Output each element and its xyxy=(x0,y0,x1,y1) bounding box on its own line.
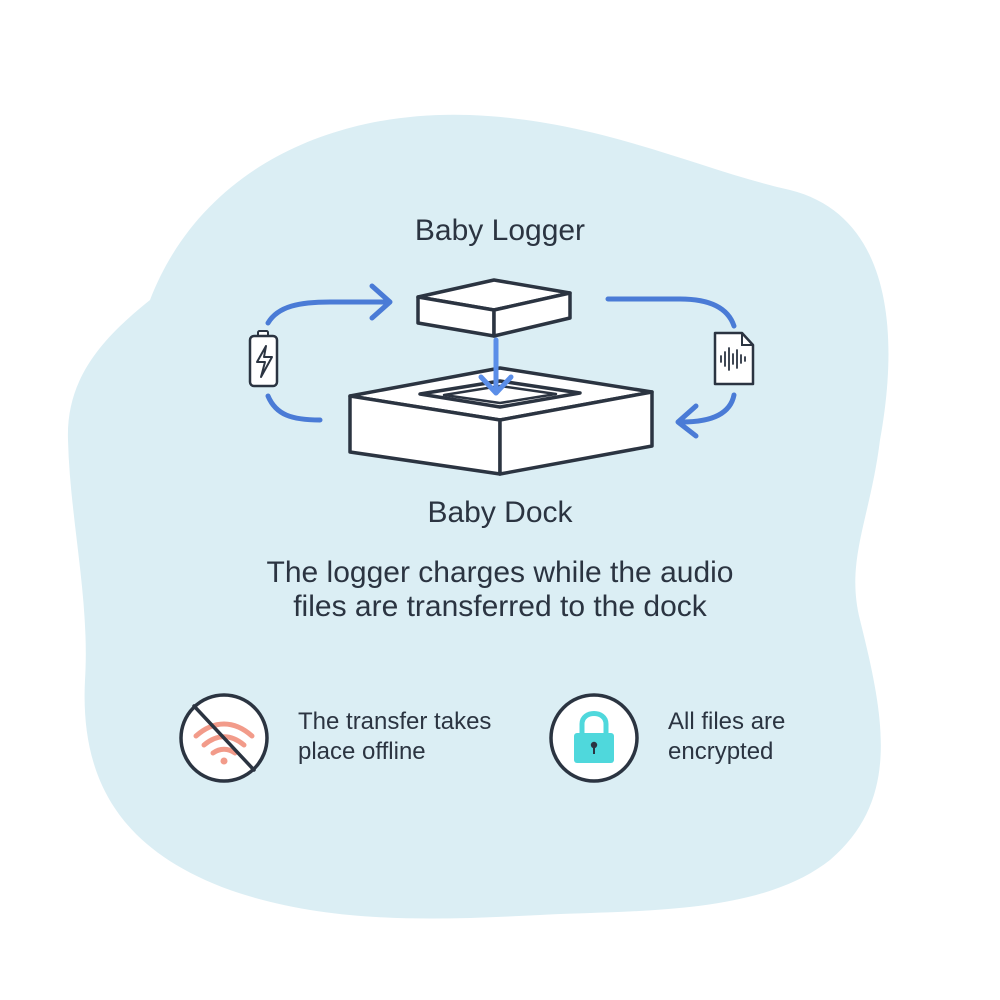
no-wifi-icon xyxy=(179,693,269,783)
baby-logger-device xyxy=(416,278,572,338)
baby-dock-device xyxy=(348,366,654,476)
offline-feature-text: The transfer takes place offline xyxy=(298,707,538,767)
caption-line-2: files are transferred to the dock xyxy=(293,590,707,623)
encrypted-feature-text: All files are encrypted xyxy=(668,707,908,767)
caption: The logger charges while the audio files… xyxy=(200,556,800,624)
offline-text-line-1: The transfer takes xyxy=(298,708,492,735)
lock-icon xyxy=(549,693,639,783)
baby-dock-label: Baby Dock xyxy=(427,496,573,529)
caption-line-1: The logger charges while the audio xyxy=(266,556,734,589)
encrypted-text-line-1: All files are xyxy=(668,708,786,735)
audio-file-icon xyxy=(713,331,755,386)
charge-arrow xyxy=(265,283,393,423)
offline-text-line-2: place offline xyxy=(298,738,426,765)
audio-arrow xyxy=(605,296,737,439)
battery-icon xyxy=(248,330,279,388)
down-arrow xyxy=(478,337,514,396)
baby-logger-label: Baby Logger xyxy=(414,214,586,247)
encrypted-text-line-2: encrypted xyxy=(668,738,774,765)
